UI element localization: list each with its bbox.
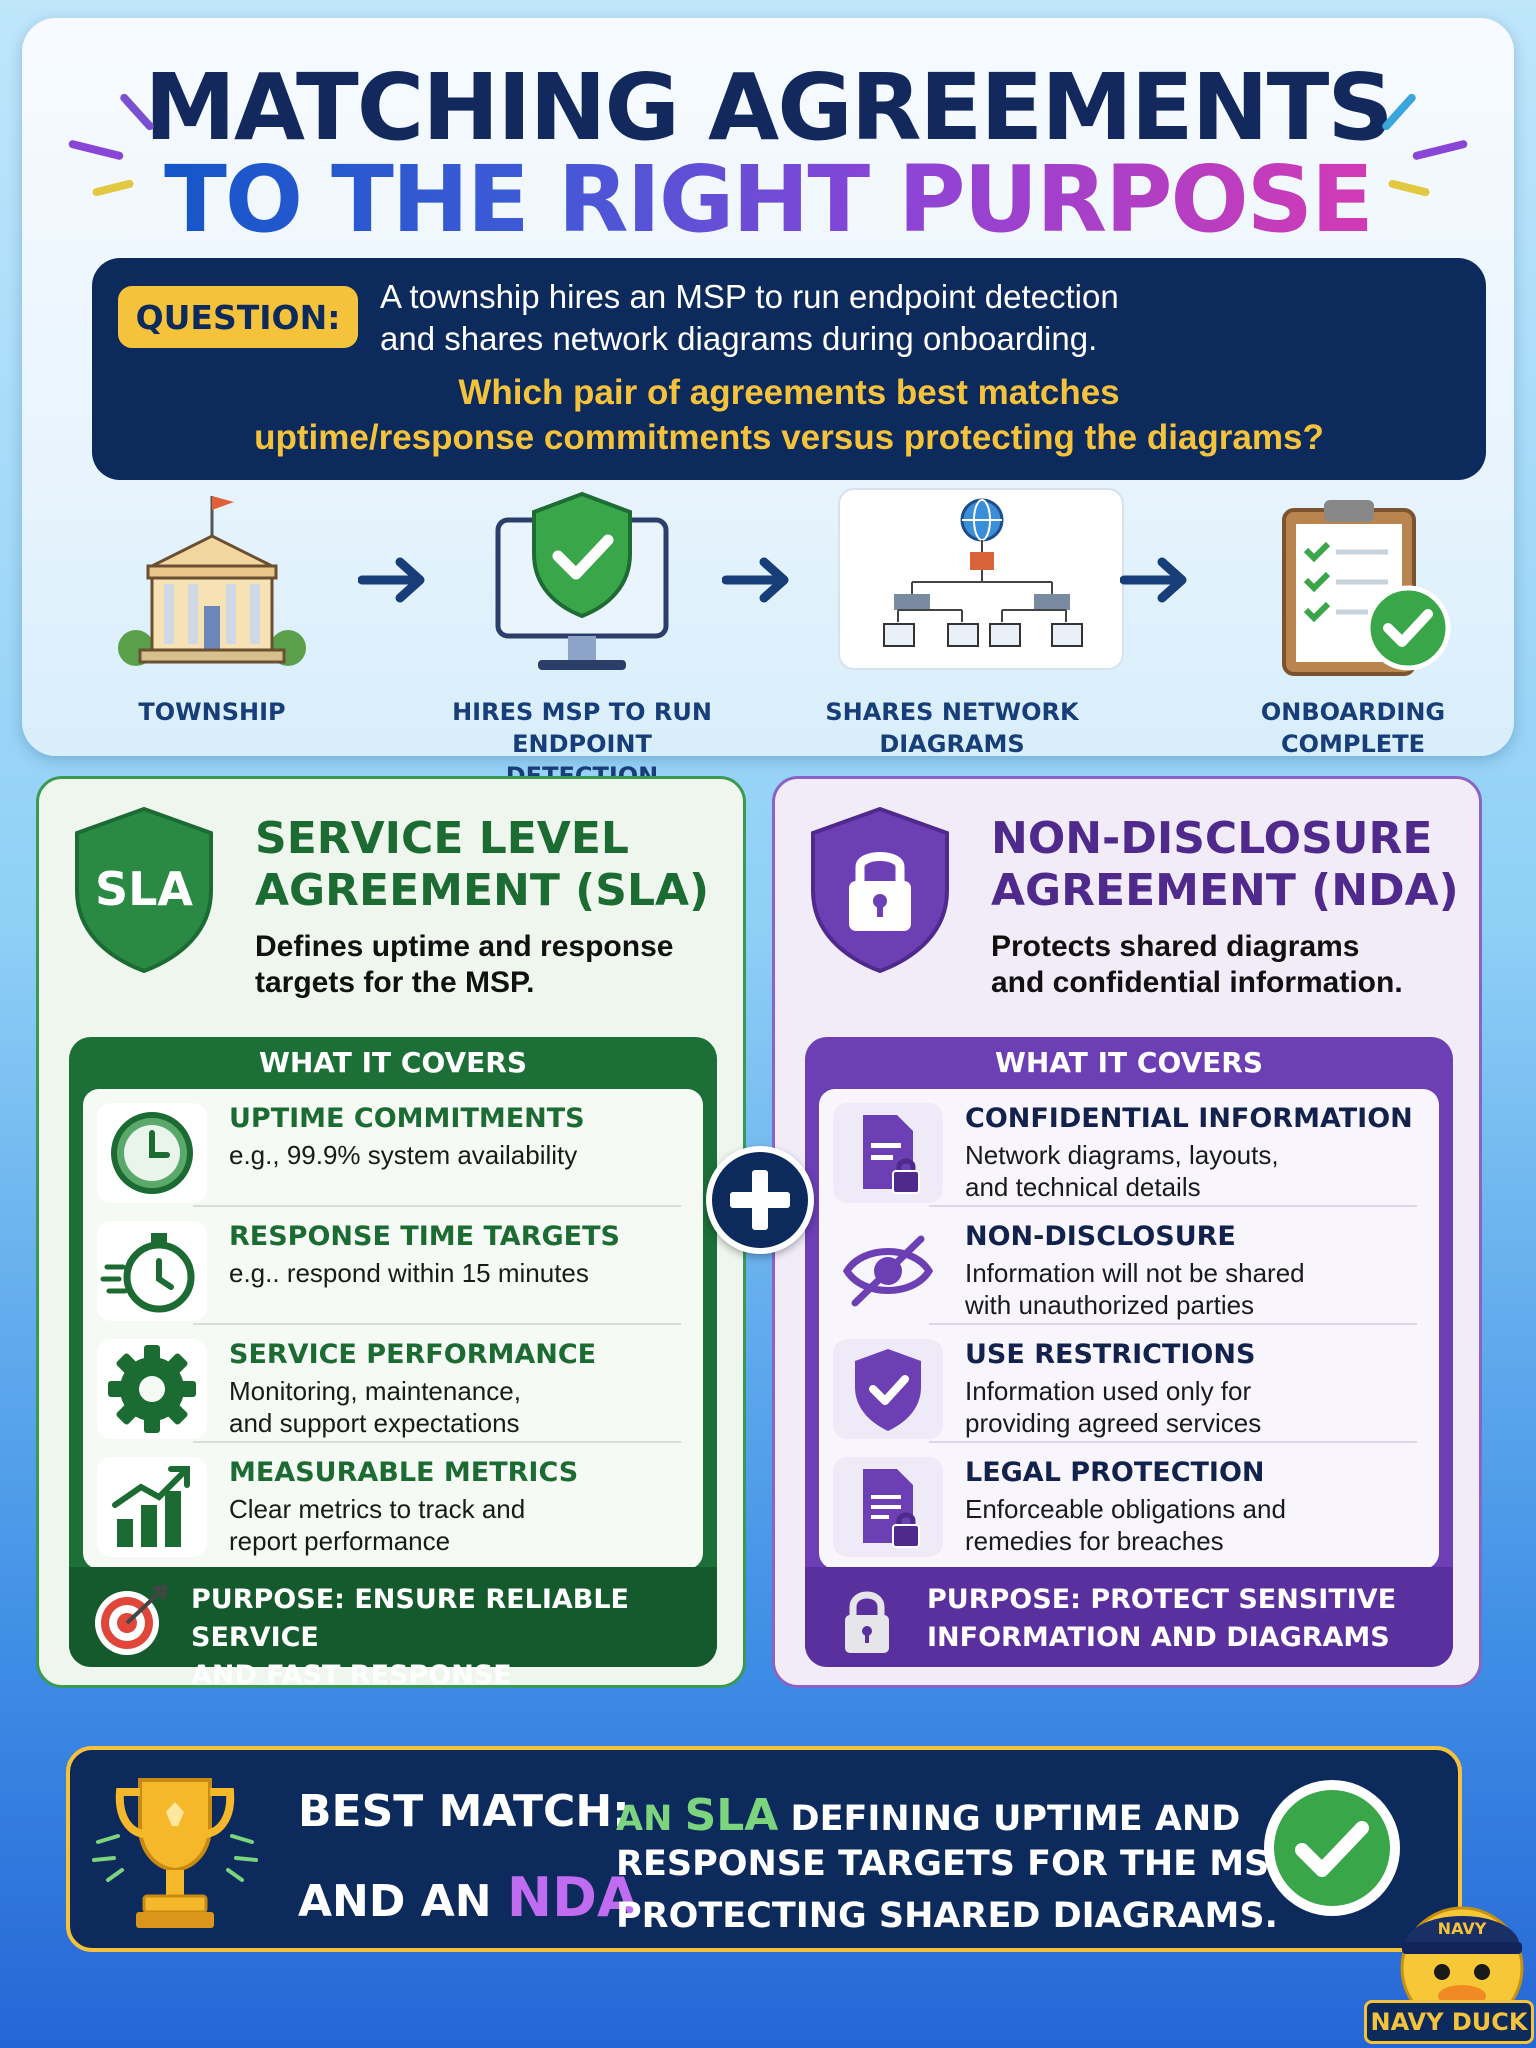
- nda-covers-list: CONFIDENTIAL INFORMATION Network diagram…: [819, 1089, 1439, 1569]
- best-match-line1: AN SLA DEFINING UPTIME AND: [616, 1790, 1241, 1841]
- trophy-icon: [92, 1778, 258, 1928]
- page-title-line1: MATCHING AGREEMENTS: [144, 54, 1393, 161]
- sla-covers-box: WHAT IT COVERS UPTIME COMMITMENTS e.g., …: [69, 1037, 717, 1691]
- arrow-right-icon: [722, 557, 789, 603]
- sla-covers-heading: WHAT IT COVERS: [258, 1046, 528, 1079]
- gear-icon: [97, 1339, 207, 1439]
- legal-document-icon: [833, 1457, 943, 1557]
- sla-badge-text: SLA: [95, 862, 193, 916]
- flow-step-township: TOWNSHIP: [82, 488, 342, 758]
- best-match-line2: RESPONSE TARGETS FOR THE MSP,: [616, 1844, 1302, 1884]
- monitor-shield-icon: [495, 491, 669, 670]
- clock-icon: [97, 1103, 207, 1203]
- nda-description: Protects shared diagrams and confidentia…: [991, 930, 1403, 999]
- best-match-and-nda: AND AN NDA: [298, 1866, 639, 1929]
- best-match-line3: PROTECTING SHARED DIAGRAMS.: [616, 1896, 1278, 1936]
- sla-shield-icon: SLA: [75, 806, 213, 974]
- target-icon: [95, 1584, 168, 1655]
- bar-chart-icon: [97, 1457, 207, 1557]
- list-item: NON-DISCLOSURE Information will not be s…: [819, 1207, 1439, 1325]
- sla-panel: SLA SERVICE LEVEL AGREEMENT (SLA) Define…: [36, 776, 746, 1691]
- nda-purpose-text: PURPOSE: PROTECT SENSITIVE INFORMATION A…: [927, 1584, 1397, 1653]
- navy-duck-mascot-icon: NAVY: [1400, 1906, 1524, 2030]
- mascot-name-tag: NAVY DUCK: [1364, 2000, 1534, 2044]
- flow-label-township: TOWNSHIP: [138, 698, 286, 726]
- eye-slash-icon: [833, 1221, 943, 1321]
- shield-check-icon: [833, 1339, 943, 1439]
- question-box: QUESTION: A township hires an MSP to run…: [92, 258, 1486, 480]
- arrow-right-icon: [1120, 557, 1187, 603]
- list-item: USE RESTRICTIONS Information used only f…: [819, 1325, 1439, 1443]
- flow-label-onboarding: ONBOARDING COMPLETE: [1260, 698, 1446, 758]
- nda-covers-heading: WHAT IT COVERS: [994, 1046, 1264, 1079]
- question-ask: Which pair of agreements best matches up…: [254, 373, 1324, 457]
- list-item: RESPONSE TIME TARGETS e.g.. respond with…: [83, 1207, 703, 1325]
- list-item: LEGAL PROTECTION Enforceable obligations…: [819, 1443, 1439, 1561]
- locked-document-icon: [833, 1103, 943, 1203]
- check-circle-icon: [1264, 1780, 1400, 1916]
- question-badge: QUESTION:: [118, 286, 358, 348]
- page-title-line2: TO THE RIGHT PURPOSE: [164, 146, 1374, 253]
- flow-step-share-diagrams: SHARES NETWORK DIAGRAMS: [802, 488, 1124, 758]
- township-building-icon: [118, 496, 306, 666]
- list-item: SERVICE PERFORMANCE Monitoring, maintena…: [83, 1325, 703, 1443]
- nda-title: NON-DISCLOSURE AGREEMENT (NDA): [991, 813, 1459, 916]
- sla-purpose-banner: PURPOSE: ENSURE RELIABLE SERVICE AND FAS…: [69, 1567, 717, 1691]
- sla-covers-list: UPTIME COMMITMENTS e.g., 99.9% system av…: [83, 1089, 703, 1569]
- nda-covers-box: WHAT IT COVERS CONFIDENTIAL INFORMATION …: [805, 1037, 1453, 1667]
- padlock-icon: [845, 1591, 889, 1653]
- list-item: CONFIDENTIAL INFORMATION Network diagram…: [819, 1089, 1439, 1207]
- mascot-hat-text: NAVY: [1438, 1919, 1487, 1938]
- list-item: MEASURABLE METRICS Clear metrics to trac…: [83, 1443, 703, 1561]
- plus-icon: [706, 1146, 814, 1254]
- clipboard-check-icon: [1282, 500, 1451, 676]
- flow-step-hire-msp: HIRES MSP TO RUN ENDPOINT DETECTION: [432, 488, 732, 790]
- nda-panel: NON-DISCLOSURE AGREEMENT (NDA) Protects …: [772, 776, 1482, 1688]
- best-match-label: BEST MATCH:: [298, 1786, 630, 1837]
- nda-purpose-banner: PURPOSE: PROTECT SENSITIVE INFORMATION A…: [805, 1567, 1453, 1667]
- flow-label-share-diagrams: SHARES NETWORK DIAGRAMS: [825, 698, 1079, 758]
- header-panel: MATCHING AGREEMENTS TO THE RIGHT PURPOSE…: [22, 18, 1514, 790]
- best-match-banner: BEST MATCH: AN SLA DEFINING UPTIME AND R…: [66, 1746, 1462, 1952]
- arrow-right-icon: [358, 557, 425, 603]
- stopwatch-icon: [97, 1221, 207, 1321]
- list-item: UPTIME COMMITMENTS e.g., 99.9% system av…: [83, 1089, 703, 1207]
- network-diagram-icon: [883, 498, 1083, 647]
- sla-purpose-text: PURPOSE: ENSURE RELIABLE SERVICE AND FAS…: [191, 1584, 629, 1691]
- sla-title: SERVICE LEVEL AGREEMENT (SLA): [255, 813, 710, 916]
- question-text: A township hires an MSP to run endpoint …: [380, 278, 1119, 357]
- flow-step-onboarding: ONBOARDING COMPLETE: [1218, 488, 1488, 758]
- nda-lock-shield-icon: [811, 806, 949, 974]
- sla-description: Defines uptime and response targets for …: [255, 930, 674, 999]
